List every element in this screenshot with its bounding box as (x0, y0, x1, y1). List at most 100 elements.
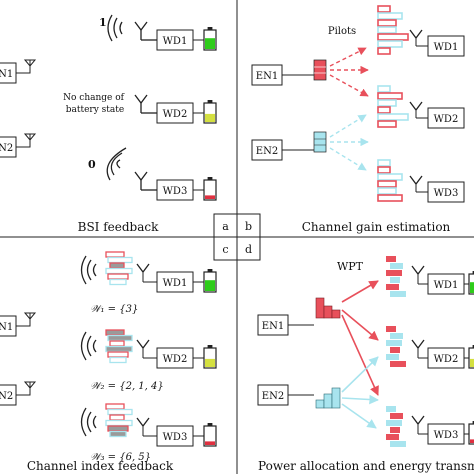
energy-bar (390, 291, 406, 297)
battery-cap (207, 177, 213, 180)
feedback-bar (105, 329, 125, 336)
wd3-channel-set: 𝒲₃ = {6, 5} (90, 452, 151, 463)
wd2-battery-icon (203, 100, 217, 124)
feedback-bar (109, 356, 127, 364)
panel-c: EN1 EN2 𝒲₁ = {3} WD1 (0, 251, 217, 473)
bit-one-label: 1 (99, 16, 107, 29)
energy-bar (390, 277, 400, 283)
wd3-node: WD3 (156, 179, 204, 201)
svg-text:EN2: EN2 (256, 146, 278, 157)
wd2-channel-set: 𝒲₂ = {2, 1, 4} (90, 381, 164, 392)
spectrum-bar (377, 180, 397, 188)
panel-c-caption: Channel index feedback (27, 459, 174, 473)
wd3-battery-icon (468, 421, 474, 445)
energy-arrows-red (341, 280, 379, 396)
en1-power-allocation (315, 297, 341, 319)
battery-level (205, 280, 215, 291)
en2-node: EN2 (251, 131, 327, 161)
en1-node: EN1 (257, 314, 314, 336)
en2-node: EN2 (257, 384, 314, 406)
spectrum-bar (377, 85, 391, 93)
svg-text:EN2: EN2 (262, 391, 284, 402)
svg-text:EN2: EN2 (0, 143, 13, 154)
energy-bar (386, 420, 402, 426)
feedback-bar (107, 425, 129, 432)
spectrum-bar (377, 26, 397, 34)
battery-level (470, 358, 474, 367)
energy-bar (390, 333, 403, 339)
battery-level (205, 441, 215, 445)
svg-text:EN2: EN2 (0, 391, 13, 402)
svg-text:WD1: WD1 (434, 42, 459, 53)
wd1-energy-spectrum (386, 256, 406, 297)
en1-pilot-buffer (313, 59, 327, 81)
svg-text:WD3: WD3 (434, 188, 459, 199)
feedback-bar (107, 273, 129, 280)
panel-index-box: a b c d (213, 213, 261, 261)
svg-text:WD3: WD3 (434, 430, 459, 441)
wd2-node: WD2 (411, 339, 470, 369)
battery-cap (207, 27, 213, 30)
energy-arrows-cyan (341, 356, 379, 429)
panel-letter-c: c (222, 243, 228, 256)
wd3-antenna-icon (134, 171, 157, 191)
energy-bar (386, 340, 402, 346)
spectrum-bar (377, 106, 391, 114)
battery-cap (472, 421, 474, 424)
feedback-bar (107, 408, 133, 416)
energy-bar (390, 263, 403, 269)
panel-d-caption: Power allocation and energy transmission (258, 459, 474, 473)
wd2-battery-icon (203, 345, 217, 369)
battery-note: No change of battery state (63, 93, 127, 115)
spectrum-bar (377, 187, 397, 195)
wd2-battery-icon (468, 345, 474, 369)
energy-bar (386, 270, 402, 276)
battery-cap (472, 271, 474, 274)
energy-bar (390, 427, 400, 433)
feedback-bar (105, 267, 133, 275)
en1-node: EN1 (0, 59, 37, 84)
panel-d: WPT EN1 EN2 (257, 256, 474, 473)
wd3-battery-icon (203, 177, 217, 201)
wd1-node: WD1 (411, 265, 470, 295)
en1-node: EN1 (251, 59, 327, 86)
svg-text:EN1: EN1 (0, 69, 13, 80)
svg-text:WD2: WD2 (163, 354, 188, 365)
svg-text:WD2: WD2 (163, 109, 188, 120)
spectrum-bar (377, 113, 409, 121)
energy-bar (390, 413, 403, 419)
signal-waves-icon (80, 407, 97, 437)
en2-node: EN2 (0, 381, 37, 406)
battery-level (205, 38, 215, 49)
spectrum-bar (377, 33, 409, 41)
panel-a: EN1 EN2 1 WD1 N (0, 14, 217, 234)
battery-cap (207, 423, 213, 426)
battery-level (470, 282, 474, 293)
wd1-feedback-spectrum (105, 251, 133, 286)
wd2-feedback-spectrum (105, 329, 133, 364)
wd1-node: WD1 (156, 29, 204, 51)
battery-cap (472, 345, 474, 348)
wd3-node: WD3 (409, 175, 465, 203)
spectrum-bar (377, 40, 403, 48)
wd3-energy-spectrum (386, 406, 406, 447)
wd1-battery-icon (468, 271, 474, 295)
panel-b-caption: Channel gain estimation (302, 220, 451, 234)
feedback-bar (105, 403, 125, 410)
battery-cap (207, 269, 213, 272)
energy-bar (386, 284, 399, 290)
wd3-pilot-spectrum (377, 159, 403, 202)
signal-waves-icon (80, 255, 97, 285)
spectrum-bar (377, 92, 403, 100)
wd1-pilot-spectrum (377, 5, 409, 55)
battery-cap (207, 345, 213, 348)
wd1-battery-icon (203, 269, 217, 293)
battery-body (468, 423, 474, 445)
svg-text:WD2: WD2 (434, 114, 459, 125)
feedback-bar (109, 414, 125, 421)
battery-level (205, 358, 215, 367)
en1-node: EN1 (0, 312, 37, 337)
wd3-node: WD3 (136, 417, 204, 447)
battery-cap (207, 100, 213, 103)
